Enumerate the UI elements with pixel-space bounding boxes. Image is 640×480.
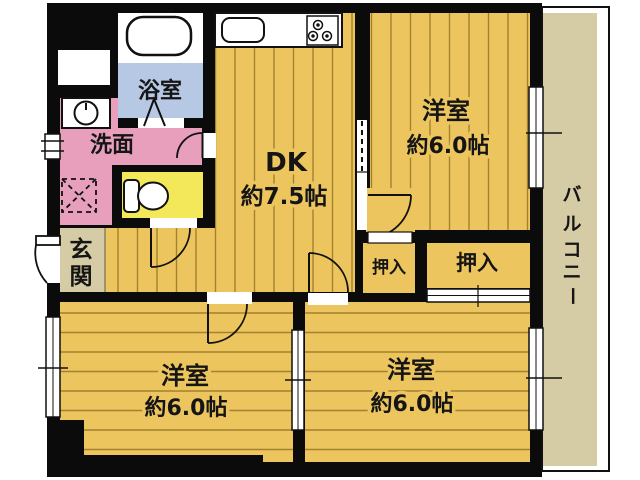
dk-bedroom-sliding-door (357, 120, 367, 230)
closet-small-door (367, 231, 413, 244)
toilet-icon (123, 179, 169, 213)
bedroom-bottom-left-door (207, 292, 252, 344)
dk-label: DK (265, 148, 308, 178)
bedroom-bottom-right-size-label: 約6.0帖 (371, 391, 454, 417)
hallway-floor (105, 228, 215, 292)
closet-large-sliding-door (426, 285, 531, 307)
toilet-door (150, 218, 197, 268)
bedroom-bottom-right-floor (305, 302, 530, 462)
washing-machine-icon (61, 97, 111, 129)
balcony-label: バ ル コ ニ ー (561, 184, 583, 306)
bathroom-floor (118, 63, 203, 118)
dk-size-label: 約7.5帖 (241, 183, 328, 210)
bathroom-label: 浴室 (138, 78, 182, 104)
storage-box (58, 50, 110, 85)
bedroom-bottom-left-label: 洋室 (161, 362, 209, 390)
kitchen-sink-icon (221, 17, 265, 43)
entrance-floor (60, 228, 105, 292)
stove-icon (306, 15, 339, 46)
bedroom-bottom-right-balcony-window (526, 327, 562, 431)
washroom-label: 洗面 (90, 133, 134, 158)
washroom-window (41, 133, 64, 160)
bedroom-bottom-right-door (308, 252, 349, 305)
bedroom-top-right-size-label: 約6.0帖 (407, 133, 490, 159)
dk-floor (215, 13, 355, 292)
entrance-label-char-2: 関 (70, 264, 93, 290)
closet-small-label: 押入 (372, 257, 406, 278)
balcony-label-char-1: バ (562, 184, 581, 206)
bedroom-bottom-left-window (38, 316, 68, 418)
balcony-label-char-3: コ (562, 239, 581, 261)
closet-large-label: 押入 (456, 251, 498, 275)
entrance-door (34, 235, 61, 284)
between-bedrooms-window (285, 329, 311, 431)
entrance-label: 玄 関 (70, 236, 93, 290)
balcony-label-char-2: ル (562, 213, 581, 235)
bedroom-bottom-left-size-label: 約6.0帖 (145, 395, 228, 421)
laundry-pan-icon (61, 178, 97, 213)
entrance-label-char-1: 玄 (70, 236, 93, 263)
bedroom-top-right-label: 洋室 (422, 97, 470, 125)
closet-large-floor (427, 243, 530, 288)
bathroom-folding-door (138, 96, 184, 128)
bedroom-top-right-balcony-window (526, 86, 562, 189)
balcony-label-char-4: ニ (562, 261, 581, 283)
balcony-floor (543, 13, 597, 466)
balcony-label-char-5: ー (561, 286, 583, 305)
bedroom-bottom-left-floor (60, 302, 293, 462)
closet-small-floor (363, 243, 415, 293)
bathtub-icon (125, 15, 193, 57)
washroom-door (176, 132, 216, 159)
bedroom-bottom-right-label: 洋室 (387, 356, 435, 384)
